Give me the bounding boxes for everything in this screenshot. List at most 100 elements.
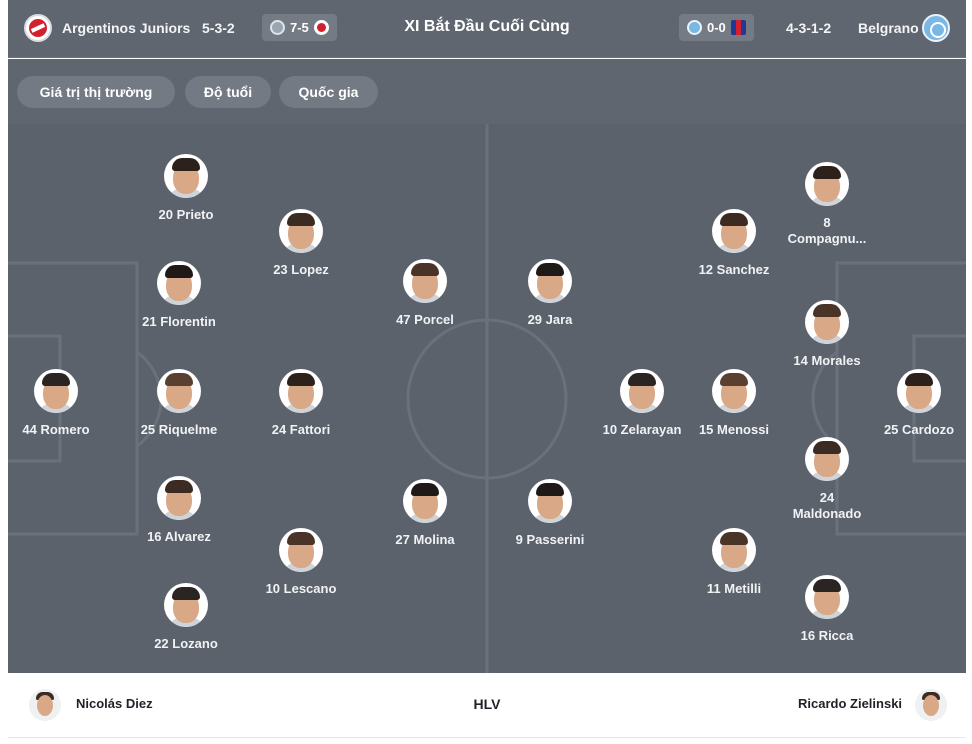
home-player[interactable]: 16 Alvarez: [114, 476, 244, 545]
player-photo[interactable]: [164, 583, 208, 627]
player-photo[interactable]: [805, 300, 849, 344]
player-label[interactable]: 21 Florentin: [114, 314, 244, 330]
belgrano-crest-icon[interactable]: [922, 14, 950, 42]
home-player[interactable]: 21 Florentin: [114, 261, 244, 330]
player-photo[interactable]: [157, 261, 201, 305]
away-coach-name[interactable]: Ricardo Zielinski: [798, 696, 903, 711]
player-photo[interactable]: [805, 162, 849, 206]
player-number-name: 47 Porcel: [396, 312, 454, 327]
coach-bar: Nicolás Diez HLV Ricardo Zielinski: [8, 674, 966, 738]
player-photo[interactable]: [279, 528, 323, 572]
player-number-name: 25 Riquelme: [140, 422, 218, 437]
home-coach-name[interactable]: Nicolás Diez: [76, 696, 153, 711]
player-photo[interactable]: [528, 479, 572, 523]
player-label[interactable]: 22 Lozano: [121, 636, 251, 652]
player-label[interactable]: 25 Riquelme: [114, 422, 244, 438]
player-label[interactable]: 44 Romero: [0, 422, 121, 438]
player-photo[interactable]: [897, 369, 941, 413]
player-photo[interactable]: [157, 476, 201, 520]
away-player[interactable]: 9 Passerini: [485, 479, 615, 548]
away-coach-avatar[interactable]: [915, 689, 947, 721]
player-photo[interactable]: [157, 369, 201, 413]
player-number-name: 10 Lescano: [265, 581, 337, 596]
player-label[interactable]: 16 Alvarez: [114, 529, 244, 545]
player-photo[interactable]: [403, 259, 447, 303]
player-number-name: 16 Ricca: [800, 628, 854, 643]
player-photo[interactable]: [164, 154, 208, 198]
away-player[interactable]: 14 Morales: [762, 300, 892, 369]
player-number-name: 21 Florentin: [142, 314, 216, 329]
home-player[interactable]: 23 Lopez: [236, 209, 366, 278]
away-formation: 4-3-1-2: [786, 20, 832, 36]
home-player[interactable]: 10 Lescano: [236, 528, 366, 597]
player-photo[interactable]: [528, 259, 572, 303]
player-label[interactable]: 14 Morales: [762, 353, 892, 369]
home-team-name[interactable]: Argentinos Juniors: [62, 20, 191, 36]
player-photo[interactable]: [712, 369, 756, 413]
filter-age[interactable]: Độ tuổi: [185, 76, 271, 108]
player-photo[interactable]: [34, 369, 78, 413]
player-label[interactable]: 25 Cardozo: [854, 422, 972, 438]
player-label[interactable]: 47 Porcel: [360, 312, 490, 328]
home-player[interactable]: 27 Molina: [360, 479, 490, 548]
player-label[interactable]: 12 Sanchez: [669, 262, 799, 278]
player-number-name: 29 Jara: [527, 312, 573, 327]
player-photo[interactable]: [279, 209, 323, 253]
player-label[interactable]: 9 Passerini: [485, 532, 615, 548]
player-label[interactable]: 29 Jara: [485, 312, 615, 328]
player-label[interactable]: 23 Lopez: [236, 262, 366, 278]
away-player[interactable]: 16 Ricca: [762, 575, 892, 644]
home-coach-avatar[interactable]: [29, 689, 61, 721]
player-number-name: 8: [823, 215, 831, 230]
player-label[interactable]: 11 Metilli: [669, 581, 799, 597]
player-number-name: 11 Metilli: [706, 581, 762, 596]
player-photo[interactable]: [805, 575, 849, 619]
player-label[interactable]: 10 Zelarayan: [577, 422, 707, 438]
player-label[interactable]: 27 Molina: [360, 532, 490, 548]
away-player[interactable]: 10 Zelarayan: [577, 369, 707, 438]
player-label[interactable]: 20 Prieto: [121, 207, 251, 223]
player-number-name: 14 Morales: [793, 353, 861, 368]
player-photo[interactable]: [805, 437, 849, 481]
argentinos-juniors-mini-crest-icon: [313, 20, 329, 35]
player-label[interactable]: 16 Ricca: [762, 628, 892, 644]
opponent-crest-icon: [270, 20, 285, 35]
argentinos-juniors-crest-icon[interactable]: [24, 14, 52, 42]
home-player[interactable]: 22 Lozano: [121, 583, 251, 652]
home-last-match-badge[interactable]: 7-5: [262, 14, 337, 41]
away-player[interactable]: 25 Cardozo: [854, 369, 972, 438]
player-label[interactable]: 10 Lescano: [236, 581, 366, 597]
home-player[interactable]: 44 Romero: [0, 369, 121, 438]
filter-nationality[interactable]: Quốc gia: [279, 76, 378, 108]
player-photo[interactable]: [712, 209, 756, 253]
away-player[interactable]: 15 Menossi: [669, 369, 799, 438]
player-name-line2: Maldonado: [792, 506, 862, 521]
away-last-result: 0-0: [707, 20, 726, 35]
home-formation: 5-3-2: [202, 20, 235, 36]
player-photo[interactable]: [712, 528, 756, 572]
away-team-name[interactable]: Belgrano: [858, 20, 919, 36]
lineup-title: XI Bắt Đầu Cuối Cùng: [404, 18, 570, 35]
away-player[interactable]: 12 Sanchez: [669, 209, 799, 278]
player-photo[interactable]: [620, 369, 664, 413]
player-label[interactable]: 24 Fattori: [236, 422, 366, 438]
away-last-match-badge[interactable]: 0-0: [679, 14, 754, 41]
home-player[interactable]: 20 Prieto: [121, 154, 251, 223]
home-player[interactable]: 25 Riquelme: [114, 369, 244, 438]
away-player[interactable]: 11 Metilli: [669, 528, 799, 597]
player-number-name: 25 Cardozo: [883, 422, 955, 437]
player-number-name: 10 Zelarayan: [602, 422, 682, 437]
player-label[interactable]: 15 Menossi: [669, 422, 799, 438]
away-player[interactable]: 29 Jara: [485, 259, 615, 328]
filter-market-value[interactable]: Giá trị thị trường: [17, 76, 175, 108]
player-photo[interactable]: [279, 369, 323, 413]
home-player[interactable]: 47 Porcel: [360, 259, 490, 328]
player-number-name: 20 Prieto: [158, 207, 214, 222]
player-photo[interactable]: [403, 479, 447, 523]
home-player[interactable]: 24 Fattori: [236, 369, 366, 438]
